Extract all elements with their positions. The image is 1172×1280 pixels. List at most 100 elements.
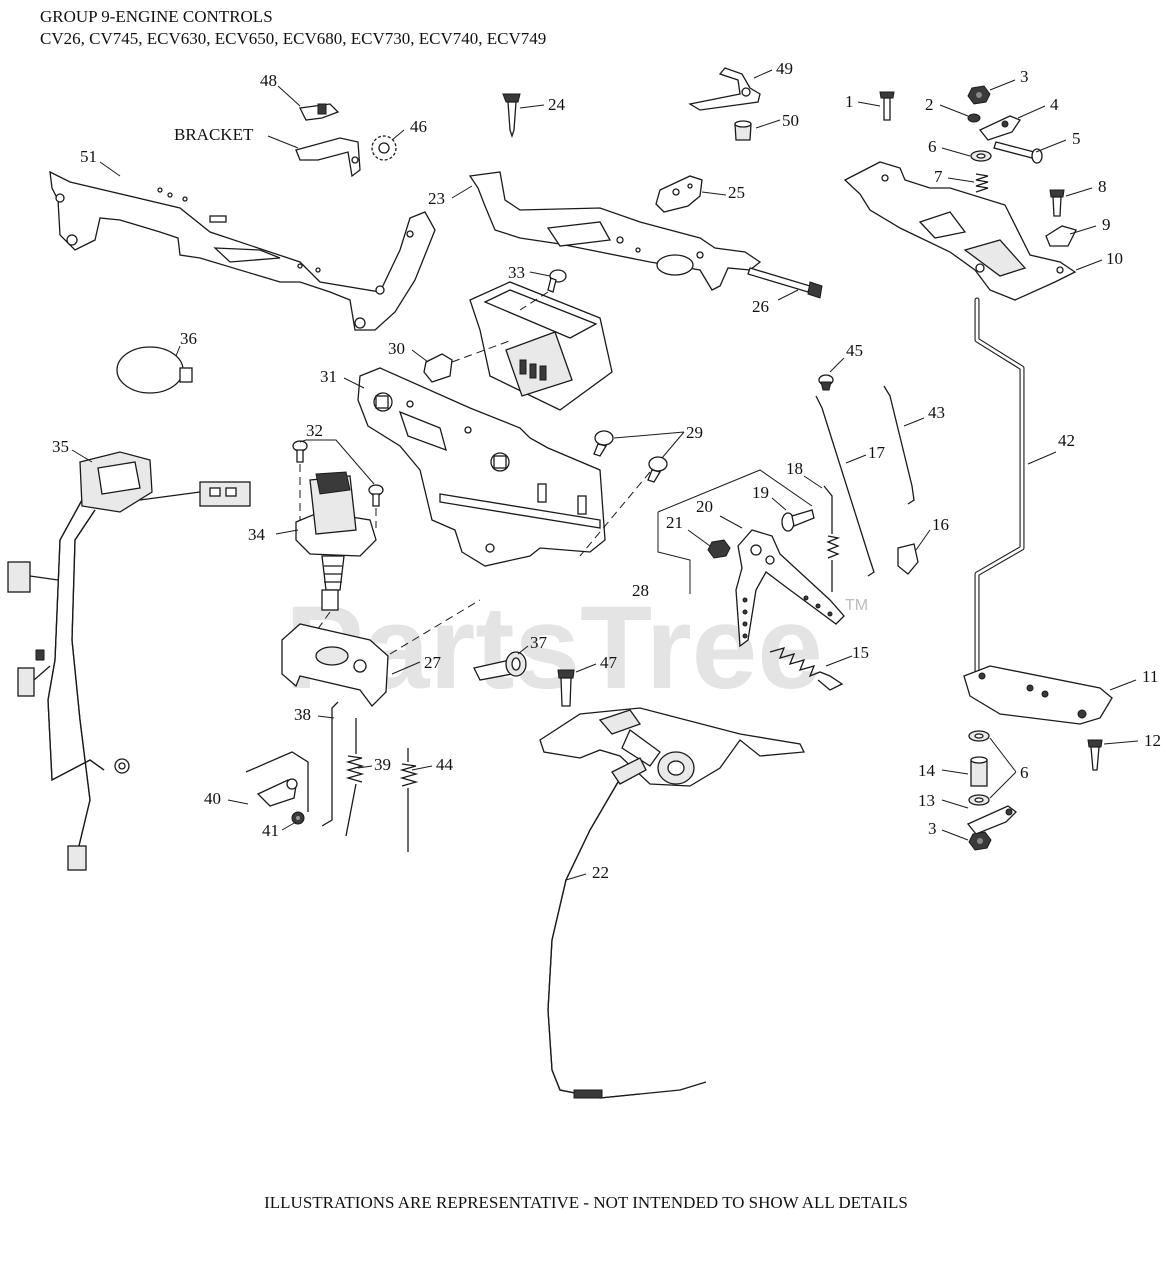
part-6-washer-top[interactable]: [970, 150, 992, 162]
part-6-washer-bottom-b[interactable]: [968, 794, 990, 806]
callout-14: 14: [918, 761, 936, 780]
part-1-bolt[interactable]: [879, 91, 895, 121]
part-bracket-l[interactable]: [295, 137, 361, 178]
part-16-clip[interactable]: [897, 543, 919, 575]
part-34-solenoid[interactable]: [295, 471, 377, 611]
part-32-screws[interactable]: [292, 440, 384, 507]
callout-6-bottom: 6: [1020, 763, 1029, 782]
callout-3-top: 3: [1020, 67, 1029, 86]
callout-1: 1: [845, 92, 854, 111]
part-27-bracket[interactable]: [281, 623, 389, 707]
callout-29: 29: [686, 423, 703, 442]
part-40-bracket[interactable]: [245, 751, 309, 812]
part-6-washer-bottom-a[interactable]: [968, 730, 990, 742]
part-46-star-washer[interactable]: [371, 135, 397, 161]
callout-9: 9: [1102, 215, 1111, 234]
part-7-spring[interactable]: [975, 173, 989, 193]
callout-11: 11: [1142, 667, 1158, 686]
callout-5: 5: [1072, 129, 1081, 148]
part-44-spring[interactable]: [399, 748, 419, 852]
part-31-main-bracket[interactable]: [357, 367, 606, 567]
part-24-screw[interactable]: [502, 93, 521, 139]
part-21-nut[interactable]: [707, 539, 731, 559]
callout-24: 24: [548, 95, 566, 114]
callout-40: 40: [204, 789, 221, 808]
part-3-nut-top[interactable]: [967, 85, 991, 105]
callout-18: 18: [786, 459, 803, 478]
callout-42: 42: [1058, 431, 1075, 450]
part-25-clip[interactable]: [655, 175, 703, 213]
part-19-bolt[interactable]: [781, 509, 815, 532]
callout-31: 31: [320, 367, 337, 386]
diagram-header: GROUP 9-ENGINE CONTROLS CV26, CV745, ECV…: [40, 6, 546, 50]
part-8-bolt[interactable]: [1049, 189, 1065, 217]
part-47-bolt[interactable]: [557, 669, 575, 707]
callout-12: 12: [1144, 731, 1161, 750]
part-51-bracket-plate[interactable]: [49, 170, 436, 331]
callout-33: 33: [508, 263, 525, 282]
callout-48: 48: [260, 71, 277, 90]
part-3-nut-bottom[interactable]: [968, 831, 992, 851]
part-13-link[interactable]: [966, 805, 1017, 835]
diagram-title: GROUP 9-ENGINE CONTROLS: [40, 7, 273, 26]
callout-3-bottom: 3: [928, 819, 937, 838]
part-45-bushing[interactable]: [818, 374, 834, 391]
callout-36: 36: [180, 329, 197, 348]
part-49-lever[interactable]: [688, 67, 761, 111]
callout-46: 46: [410, 117, 427, 136]
callout-47: 47: [600, 653, 618, 672]
callout-4: 4: [1050, 95, 1059, 114]
control-module-box[interactable]: [469, 281, 613, 411]
watermark-tm: TM: [845, 597, 868, 614]
callout-labels: 1 2 3 4 5 6 7 8 9 10 11 12 13 14 6 3 15 …: [52, 59, 1161, 882]
part-30-clip[interactable]: [423, 353, 453, 383]
part-9-clip[interactable]: [1045, 225, 1077, 247]
part-11-lever-plate[interactable]: [963, 665, 1113, 725]
part-39-spring[interactable]: [345, 718, 365, 837]
part-41-nut[interactable]: [291, 811, 305, 825]
part-29-screws[interactable]: [593, 430, 668, 483]
callout-21: 21: [666, 513, 683, 532]
callout-27: 27: [424, 653, 442, 672]
part-36-clamp[interactable]: [116, 346, 193, 394]
part-33-screw[interactable]: [547, 269, 567, 293]
disclaimer-footer: ILLUSTRATIONS ARE REPRESENTATIVE - NOT I…: [264, 1193, 908, 1212]
callout-32: 32: [306, 421, 323, 440]
part-15-spring[interactable]: [769, 647, 844, 691]
model-list: CV26, CV745, ECV630, ECV650, ECV680, ECV…: [40, 29, 547, 48]
callout-13: 13: [918, 791, 935, 810]
part-50-bushing[interactable]: [734, 120, 752, 141]
part-28-governor-assembly[interactable]: [657, 469, 813, 594]
part-14-spacer[interactable]: [970, 756, 988, 787]
part-5-screw[interactable]: [993, 141, 1043, 164]
part-35-wiring-harness[interactable]: [7, 451, 251, 871]
leader-lines: [71, 69, 1139, 881]
part-10-mount-plate[interactable]: [843, 161, 1077, 301]
callout-34: 34: [248, 525, 266, 544]
callout-17: 17: [868, 443, 886, 462]
part-12-bolt[interactable]: [1087, 739, 1103, 771]
part-20-governor-lever[interactable]: [735, 529, 845, 648]
part-42-control-rod[interactable]: [974, 297, 1025, 675]
part-43-link-rod[interactable]: [883, 385, 915, 505]
part-2-washer[interactable]: [967, 113, 981, 123]
callout-44: 44: [436, 755, 454, 774]
callout-15: 15: [852, 643, 869, 662]
callout-10: 10: [1106, 249, 1123, 268]
callout-43: 43: [928, 403, 945, 422]
part-38-link-rod[interactable]: [321, 701, 339, 827]
part-4-link[interactable]: [978, 115, 1021, 141]
part-26-bolt[interactable]: [747, 267, 823, 299]
callout-41: 41: [262, 821, 279, 840]
part-17-link-rod[interactable]: [815, 395, 875, 577]
callout-49: 49: [776, 59, 793, 78]
part-37-clamp[interactable]: [473, 651, 527, 681]
callout-45: 45: [846, 341, 863, 360]
part-23-control-plate[interactable]: [468, 171, 762, 291]
callout-26: 26: [752, 297, 769, 316]
callout-16: 16: [932, 515, 949, 534]
part-22-throttle-control[interactable]: [539, 707, 806, 1099]
part-48-clip[interactable]: [299, 103, 340, 121]
part-18-spring[interactable]: [823, 485, 841, 592]
